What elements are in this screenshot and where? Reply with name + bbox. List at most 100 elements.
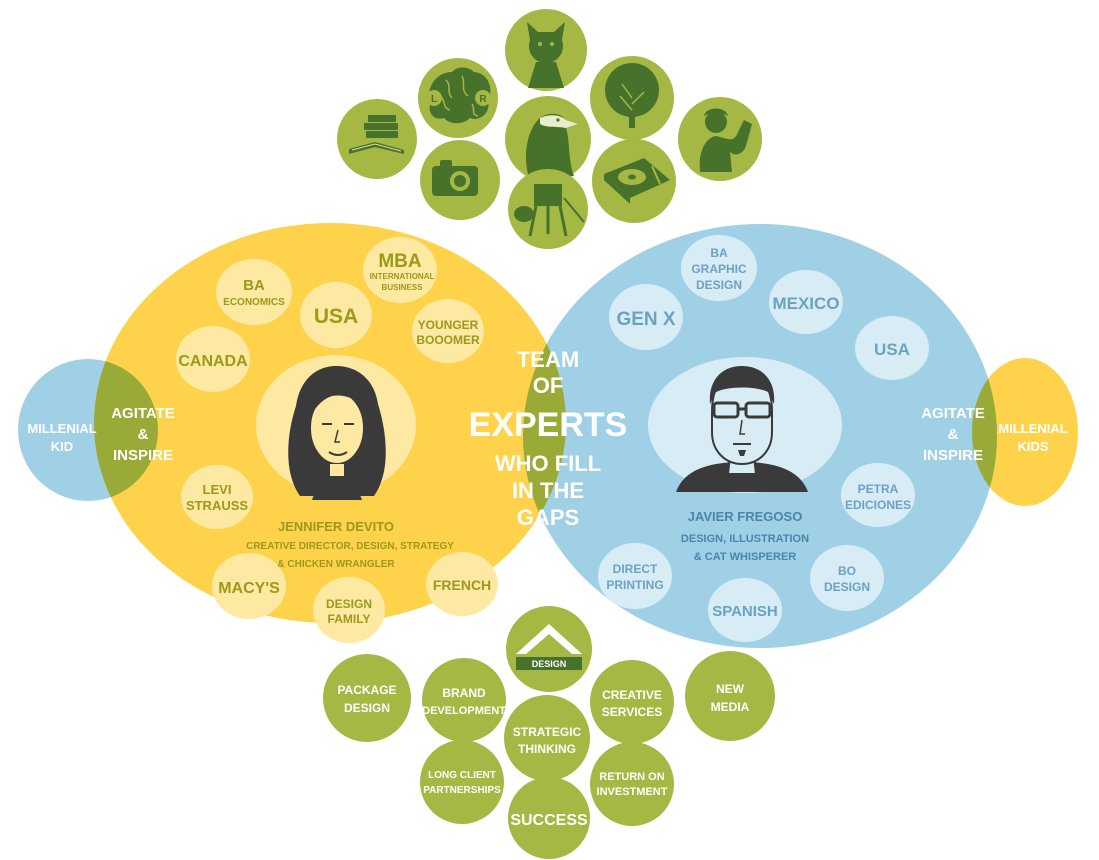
javier-role-line1: DESIGN, ILLUSTRATION xyxy=(681,533,809,545)
javier-name: JAVIER FREGOSO xyxy=(688,509,803,524)
mexico-label: MEXICO xyxy=(772,294,839,313)
left-agitate-line2: & xyxy=(138,426,149,443)
center-line-who-fill: WHO FILL xyxy=(495,451,601,476)
mba-line3: BUSINESS xyxy=(382,283,424,292)
roi-line2: INVESTMENT xyxy=(597,786,668,798)
new-media-circle xyxy=(685,651,775,741)
long-client-partnerships-circle xyxy=(420,740,504,824)
right-usa-label: USA xyxy=(874,340,910,359)
center-line-gaps: GAPS xyxy=(517,505,579,530)
right-agitate-label: AGITATE & INSPIRE xyxy=(921,405,985,464)
center-line-of: OF xyxy=(533,373,564,398)
direct-printing-line2: PRINTING xyxy=(606,578,663,592)
center-title: TEAM OF EXPERTS WHO FILL IN THE GAPS xyxy=(469,347,628,530)
strategic-thinking-circle xyxy=(504,695,590,781)
right-millenial-ellipse xyxy=(972,358,1078,506)
creative-services-line2: SERVICES xyxy=(602,705,662,719)
creative-services-circle xyxy=(590,660,674,744)
ba-graphic-design-line1: BA xyxy=(710,246,728,260)
right-bubbles xyxy=(598,235,929,642)
design-logo: DESIGN xyxy=(506,606,592,692)
ba-economics-line2: ECONOMICS xyxy=(223,297,285,308)
spanish-label: SPANISH xyxy=(712,603,778,620)
jennifer-name: JENNIFER DEVITO xyxy=(278,519,394,534)
mba-line2: INTERNATIONAL xyxy=(370,272,435,281)
younger-boomer-line2: BOOOMER xyxy=(416,333,480,347)
javier-portrait xyxy=(676,366,808,492)
brand-development-circle xyxy=(422,658,506,742)
easel-icon xyxy=(508,169,588,249)
ba-graphic-design-line3: DESIGN xyxy=(696,278,742,292)
top-icon-cluster: L R xyxy=(337,9,762,249)
left-millenial-line1: MILLENIAL xyxy=(27,421,96,436)
books-icon xyxy=(337,99,417,179)
new-media-line1: NEW xyxy=(716,682,745,696)
strategic-thinking-line1: STRATEGIC xyxy=(513,725,582,739)
cat-icon xyxy=(505,9,587,91)
left-usa-label: USA xyxy=(314,305,358,328)
right-bubble-labels: BA GRAPHIC DESIGN GEN X MEXICO USA PETRA… xyxy=(606,246,911,620)
center-line-experts: EXPERTS xyxy=(469,406,628,444)
ba-economics-line1: BA xyxy=(243,277,265,294)
camera-icon xyxy=(420,140,500,220)
right-millenial-line2: KIDS xyxy=(1017,439,1048,454)
left-agitate-line3: INSPIRE xyxy=(113,447,173,464)
creative-services-line1: CREATIVE xyxy=(602,688,662,702)
right-millenial-label: MILLENIAL KIDS xyxy=(998,421,1067,454)
package-design-line2: DESIGN xyxy=(344,701,390,715)
left-agitate-label: AGITATE & INSPIRE xyxy=(111,405,175,464)
petra-line2: EDICIONES xyxy=(845,498,911,512)
younger-boomer-line1: YOUNGER xyxy=(418,318,479,332)
gen-x-label: GEN X xyxy=(616,309,675,330)
tree-icon xyxy=(590,56,674,140)
brain-icon: L R xyxy=(418,58,498,138)
return-on-investment-circle xyxy=(590,742,674,826)
right-agitate-line3: INSPIRE xyxy=(923,447,983,464)
mba-line1: MBA xyxy=(378,251,422,272)
french-label: FRENCH xyxy=(433,577,491,593)
success-circle xyxy=(508,777,590,859)
new-media-line2: MEDIA xyxy=(711,700,750,714)
eagle-icon xyxy=(505,96,591,182)
right-agitate-line1: AGITATE xyxy=(921,405,985,422)
javier-caption: JAVIER FREGOSO DESIGN, ILLUSTRATION & CA… xyxy=(681,509,809,563)
left-agitate-line1: AGITATE xyxy=(111,405,175,422)
package-design-circle xyxy=(323,654,411,742)
rosie-riveter-icon xyxy=(678,97,762,181)
right-millenial-line1: MILLENIAL xyxy=(998,421,1067,436)
left-millenial-line2: KID xyxy=(51,439,73,454)
petra-line1: PETRA xyxy=(858,482,899,496)
design-family-line1: DESIGN xyxy=(326,597,372,611)
brain-right-letter: R xyxy=(479,94,487,105)
jennifer-role-line2: & CHICKEN WRANGLER xyxy=(277,559,395,570)
success-label: SUCCESS xyxy=(510,812,588,829)
levi-strauss-line2: STRAUSS xyxy=(186,498,248,513)
brain-left-letter: L xyxy=(431,94,437,105)
jennifer-portrait xyxy=(288,366,386,500)
brand-development-line1: BRAND xyxy=(442,686,486,700)
direct-printing-line1: DIRECT xyxy=(613,562,658,576)
left-bubbles xyxy=(176,237,498,643)
bo-design-line1: BO xyxy=(838,564,856,578)
brand-development-line2: DEVELOPMENT xyxy=(422,705,506,717)
logo-text: DESIGN xyxy=(532,659,567,669)
javier-role-line2: & CAT WHISPERER xyxy=(694,551,797,563)
long-client-line1: LONG CLIENT xyxy=(428,770,496,781)
bo-design-line2: DESIGN xyxy=(824,580,870,594)
jennifer-role-line1: CREATIVE DIRECTOR, DESIGN, STRATEGY xyxy=(246,541,454,552)
right-agitate-line2: & xyxy=(948,426,959,443)
roi-line1: RETURN ON xyxy=(599,771,664,783)
strategic-thinking-line2: THINKING xyxy=(518,742,576,756)
levi-strauss-line1: LEVI xyxy=(203,482,232,497)
package-design-line1: PACKAGE xyxy=(337,683,396,697)
ba-graphic-design-line2: GRAPHIC xyxy=(691,262,747,276)
canada-label: CANADA xyxy=(178,353,248,370)
jennifer-caption: JENNIFER DEVITO CREATIVE DIRECTOR, DESIG… xyxy=(246,519,454,570)
long-client-line2: PARTNERSHIPS xyxy=(423,785,501,796)
left-bubble-labels: BA ECONOMICS USA MBA INTERNATIONAL BUSIN… xyxy=(178,251,491,626)
center-line-team: TEAM xyxy=(517,347,579,372)
macys-label: MACY'S xyxy=(218,580,280,597)
left-millenial-label: MILLENIAL KID xyxy=(27,421,96,454)
center-line-in-the: IN THE xyxy=(512,478,584,503)
